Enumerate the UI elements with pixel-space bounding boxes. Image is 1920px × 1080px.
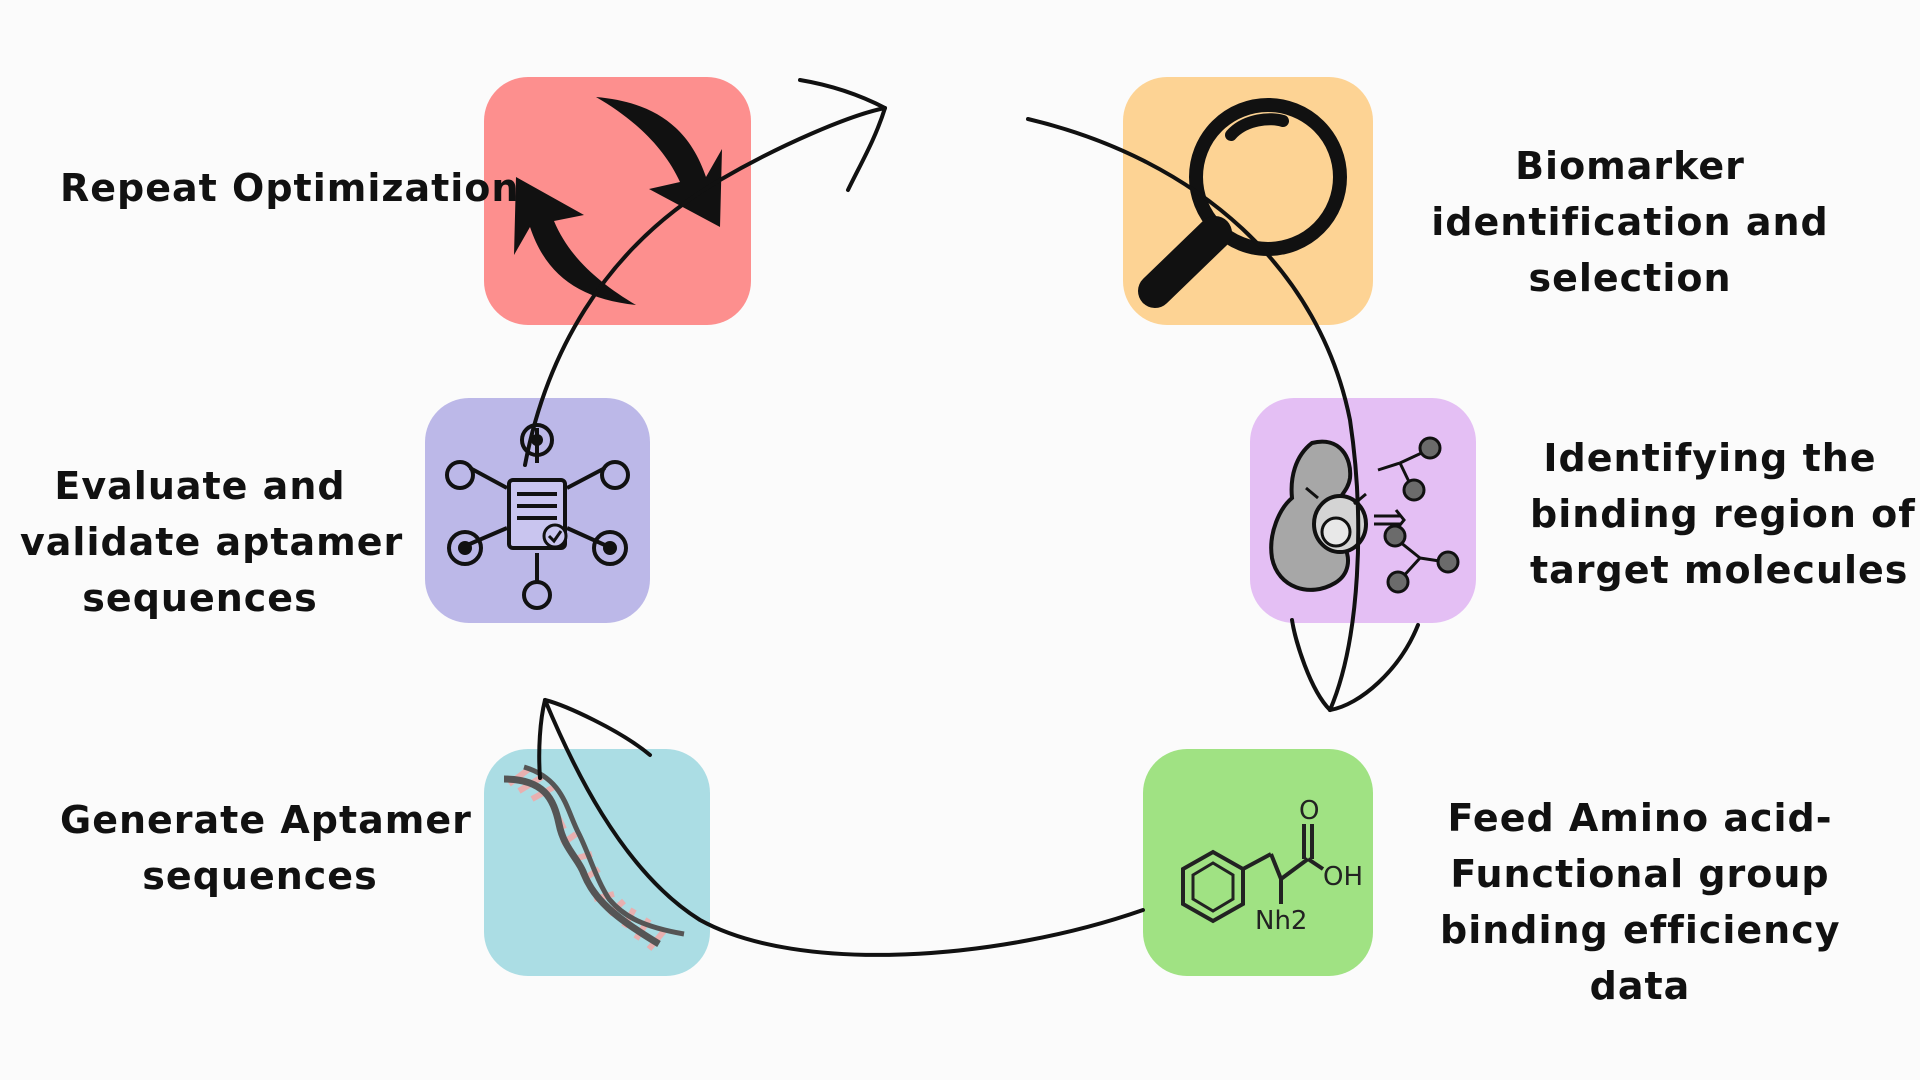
hydroxyl-label: OH <box>1323 862 1363 892</box>
magnifying-glass-icon <box>1138 98 1347 308</box>
arrow-loop-right <box>1290 618 1420 712</box>
biomarker-tile <box>1123 77 1373 325</box>
repeat-optimization-tile <box>484 77 751 325</box>
generate-aptamer-tile <box>484 749 710 976</box>
biomarker-label: Biomarker identification and selection <box>1431 144 1829 300</box>
binding-region-label: Identifying the binding region of target… <box>1530 436 1916 592</box>
network-document-icon <box>445 423 630 610</box>
feed-amino-acid-tile: O OH Nh2 <box>1143 749 1373 976</box>
amino-acid-structure-icon: O OH Nh2 <box>1181 796 1363 936</box>
protein-binding-icon <box>1269 436 1460 594</box>
binding-region-tile <box>1250 398 1476 623</box>
oxygen-label: O <box>1299 796 1319 826</box>
refresh-cycle-icon <box>514 97 722 305</box>
evaluate-validate-label: Evaluate and validate aptamer sequences <box>20 464 404 620</box>
dna-strand-icon <box>503 764 685 951</box>
evaluate-validate-tile <box>425 398 650 623</box>
amine-label: Nh2 <box>1255 906 1307 936</box>
feed-amino-acid-label: Feed Amino acid- Functional group bindin… <box>1440 796 1841 1008</box>
repeat-optimization-label: Repeat Optimization <box>60 166 520 210</box>
arrow-top-head <box>798 78 887 192</box>
generate-aptamer-label: Generate Aptamer sequences <box>60 798 472 898</box>
